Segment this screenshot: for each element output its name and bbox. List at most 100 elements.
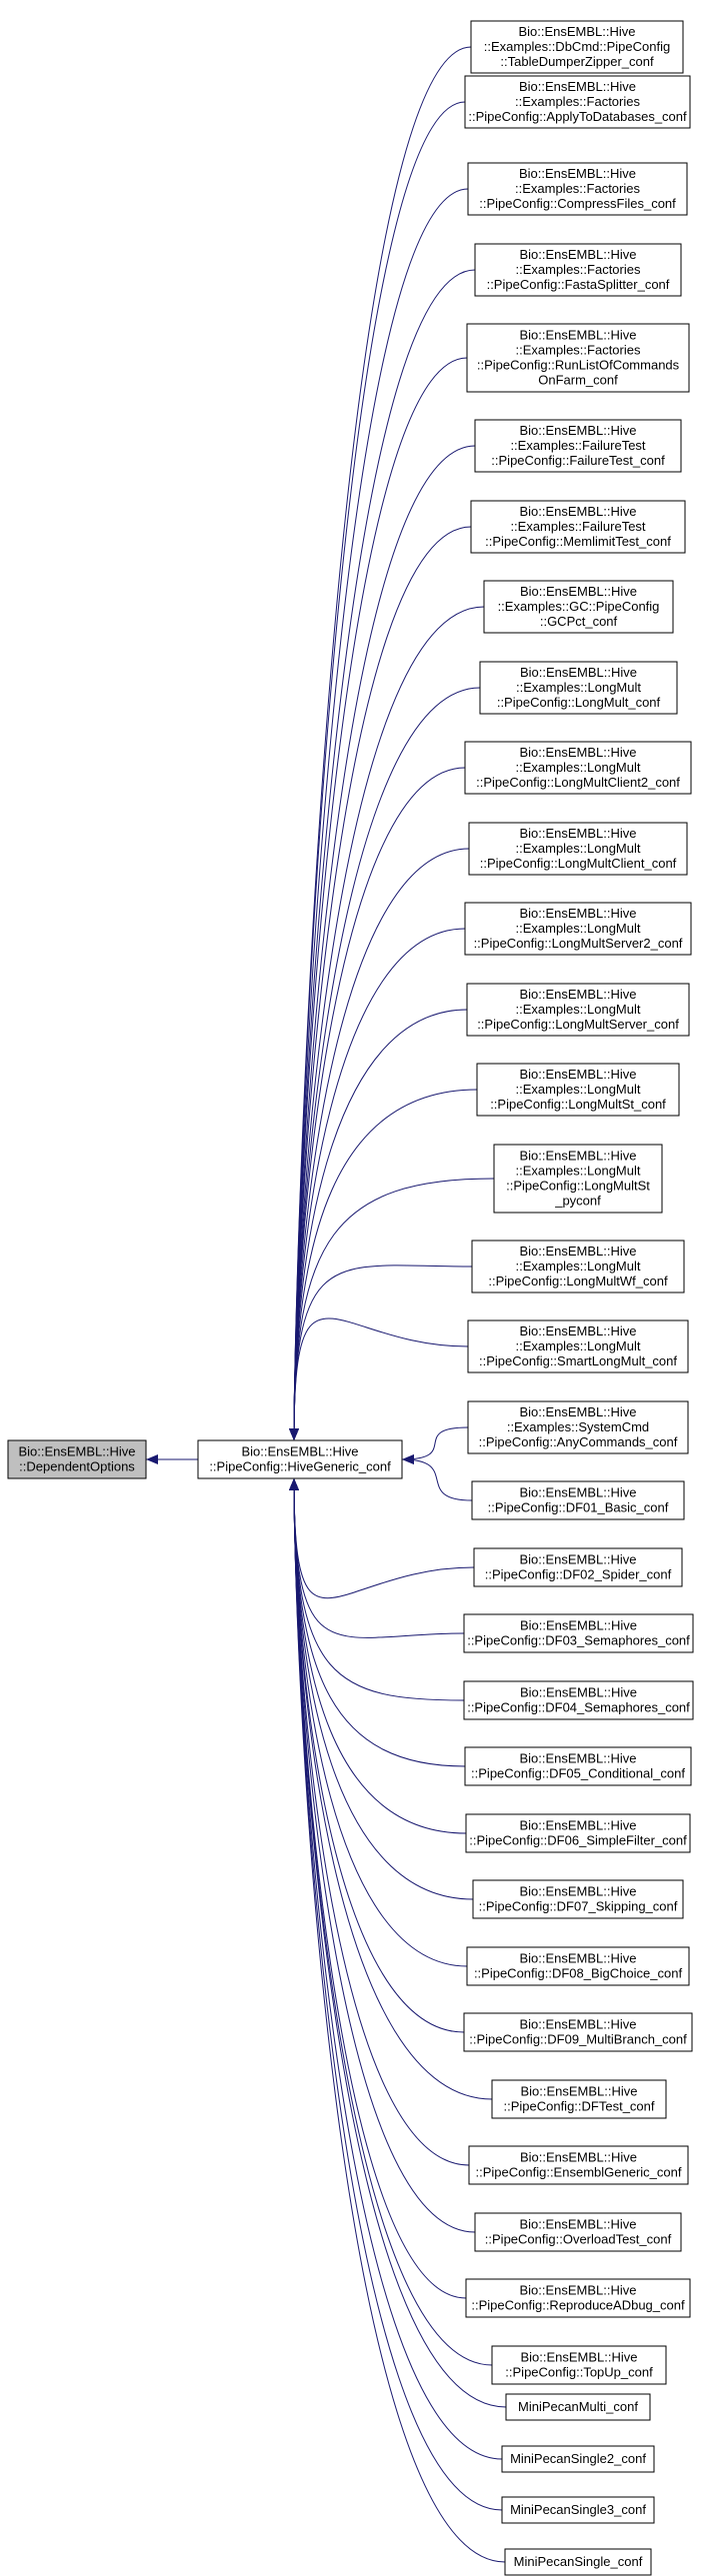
node-box (467, 1400, 689, 1454)
inheritance-edge (401, 1454, 473, 1501)
inheritance-edge (289, 1477, 493, 2100)
node-pipeconfig-fastasplitter-conf[interactable]: Bio::EnsEMBL::Hive::Examples::Factories:… (474, 243, 682, 297)
node-pipeconfig-longmultclient-conf[interactable]: Bio::EnsEMBL::Hive::Examples::LongMult::… (468, 822, 688, 876)
node-box (470, 500, 686, 554)
node-pipeconfig-topup-conf[interactable]: Bio::EnsEMBL::Hive::PipeConfig::TopUp_co… (491, 2345, 667, 2385)
node-gcpct-conf[interactable]: Bio::EnsEMBL::Hive::Examples::GC::PipeCo… (483, 580, 674, 634)
node-box (472, 1879, 684, 1919)
node-label-line: ::PipeConfig::LongMultSt_conf (490, 1097, 666, 1112)
node-pipeconfig-longmultserver2-conf[interactable]: Bio::EnsEMBL::Hive::Examples::LongMult::… (464, 902, 692, 956)
node-pipeconfig-df07-skipping-conf[interactable]: Bio::EnsEMBL::Hive::PipeConfig::DF07_Ski… (472, 1879, 684, 1919)
node-pipeconfig-df09-multibranch-conf[interactable]: Bio::EnsEMBL::Hive::PipeConfig::DF09_Mul… (463, 2012, 693, 2052)
node-label-line: ::PipeConfig::LongMultServer_conf (477, 1017, 679, 1032)
node-box (464, 741, 692, 795)
node-label-line: Bio::EnsEMBL::Hive (519, 987, 636, 1002)
node-label-line: ::PipeConfig::DF06_SimpleFilter_conf (469, 1833, 687, 1848)
node-pipeconfig-dftest-conf[interactable]: Bio::EnsEMBL::Hive::PipeConfig::DFTest_c… (491, 2079, 667, 2119)
node-box (476, 1063, 680, 1117)
node-label-line: Bio::EnsEMBL::Hive (520, 2150, 637, 2165)
node-pipeconfig-df03-semaphores-conf[interactable]: Bio::EnsEMBL::Hive::PipeConfig::DF03_Sem… (463, 1613, 694, 1653)
node-label-line: ::PipeConfig::DFTest_conf (503, 2099, 654, 2114)
inheritance-edge (289, 848, 470, 1441)
node-pipeconfig-applytodatabases-conf[interactable]: Bio::EnsEMBL::Hive::Examples::Factories:… (464, 75, 691, 129)
node-box (467, 1319, 689, 1373)
node-pipeconfig-overloadtest-conf[interactable]: Bio::EnsEMBL::Hive::PipeConfig::Overload… (474, 2212, 682, 2252)
inheritance-edge (289, 1477, 476, 2233)
node-pipeconfig-memlimittest-conf[interactable]: Bio::EnsEMBL::Hive::Examples::FailureTes… (470, 500, 686, 554)
inheritance-edges (146, 46, 507, 2563)
node-label-line: ::PipeConfig::HiveGeneric_conf (209, 1459, 391, 1474)
node-box (464, 1746, 692, 1786)
node-pipeconfig-df06-simplefilter-conf[interactable]: Bio::EnsEMBL::Hive::PipeConfig::DF06_Sim… (465, 1813, 691, 1853)
node-pipeconfig-longmultwf-conf[interactable]: Bio::EnsEMBL::Hive::Examples::LongMult::… (471, 1240, 685, 1293)
node-label-line: Bio::EnsEMBL::Hive (519, 745, 636, 760)
node-box (504, 2548, 652, 2576)
node-onfarm-conf[interactable]: Bio::EnsEMBL::Hive::Examples::Factories:… (466, 323, 690, 393)
node-dependent-options[interactable]: Bio::EnsEMBL::Hive::DependentOptions (7, 1439, 147, 1479)
node-label-line: ::Examples::Factories (516, 262, 641, 277)
node-label-line: ::GCPct_conf (540, 614, 618, 629)
node-label-line: ::PipeConfig::DF03_Semaphores_conf (467, 1633, 690, 1648)
inheritance-edge (289, 1265, 473, 1441)
node-pipeconfig-df05-conditional-conf[interactable]: Bio::EnsEMBL::Hive::PipeConfig::DF05_Con… (464, 1746, 692, 1786)
node-box (471, 1240, 685, 1293)
node-label-line: Bio::EnsEMBL::Hive (241, 1444, 358, 1459)
node-box (464, 75, 691, 129)
node-label-line: ::Examples::Factories (515, 181, 640, 196)
node-tabledumperzipper-conf[interactable]: Bio::EnsEMBL::Hive::Examples::DbCmd::Pip… (470, 20, 684, 74)
inheritance-edge (289, 1477, 465, 1638)
node-minipecanmulti-conf[interactable]: MiniPecanMulti_conf (505, 2393, 651, 2421)
node-box (474, 2212, 682, 2252)
node-pipeconfig-smartlongmult-conf[interactable]: Bio::EnsEMBL::Hive::Examples::LongMult::… (467, 1319, 689, 1373)
node-label-line: _pyconf (554, 1194, 601, 1209)
node-box (467, 162, 688, 216)
node-box (470, 20, 684, 74)
node-pipeconfig-df01-basic-conf[interactable]: Bio::EnsEMBL::Hive::PipeConfig::DF01_Bas… (471, 1480, 685, 1520)
node-pipeconfig-longmultst-conf[interactable]: Bio::EnsEMBL::Hive::Examples::LongMult::… (476, 1063, 680, 1117)
node-pipeconfig-df04-semaphores-conf[interactable]: Bio::EnsEMBL::Hive::PipeConfig::DF04_Sem… (463, 1680, 694, 1720)
node-label-line: ::PipeConfig::LongMultWf_conf (488, 1274, 668, 1288)
node-label-line: ::PipeConfig::DF02_Spider_conf (485, 1567, 672, 1582)
node-label-line: ::Examples::LongMult (515, 921, 640, 936)
node-label-line: ::PipeConfig::LongMultClient2_conf (476, 775, 680, 790)
node-pipeconfig-df08-bigchoice-conf[interactable]: Bio::EnsEMBL::Hive::PipeConfig::DF08_Big… (466, 1946, 690, 1986)
node-pipeconfig-failuretest-conf[interactable]: Bio::EnsEMBL::Hive::Examples::FailureTes… (474, 419, 682, 473)
node-box (501, 2445, 655, 2473)
node-label-line: ::DependentOptions (19, 1459, 135, 1474)
node-pipeconfig-reproduceadbug-conf[interactable]: Bio::EnsEMBL::Hive::PipeConfig::Reproduc… (465, 2278, 691, 2318)
inheritance-edge (289, 46, 472, 1441)
node-minipecansingle2-conf[interactable]: MiniPecanSingle2_conf (501, 2445, 655, 2473)
node-label-line: Bio::EnsEMBL::Hive (519, 1552, 636, 1567)
node-pipeconfig-ensemblgeneric-conf[interactable]: Bio::EnsEMBL::Hive::PipeConfig::EnsemblG… (468, 2145, 689, 2185)
node-pipeconfig-compressfiles-conf[interactable]: Bio::EnsEMBL::Hive::Examples::Factories:… (467, 162, 688, 216)
inheritance-edge (289, 445, 476, 1441)
node-label-line: ::PipeConfig::AnyCommands_conf (479, 1434, 678, 1449)
node-pipeconfig-longmultclient2-conf[interactable]: Bio::EnsEMBL::Hive::Examples::LongMult::… (464, 741, 692, 795)
inheritance-edge (289, 357, 468, 1441)
node-box (471, 1480, 685, 1520)
node-label-line: ::Examples::LongMult (516, 680, 641, 695)
node-pyconf[interactable]: Bio::EnsEMBL::Hive::Examples::LongMult::… (493, 1144, 663, 1214)
node-pipeconfig-df02-spider-conf[interactable]: Bio::EnsEMBL::Hive::PipeConfig::DF02_Spi… (473, 1547, 683, 1587)
inheritance-edge (289, 101, 466, 1441)
node-label-line: ::PipeConfig::LongMultClient_conf (480, 856, 677, 871)
node-pipeconfig-anycommands-conf[interactable]: Bio::EnsEMBL::Hive::Examples::SystemCmd:… (467, 1400, 689, 1454)
node-label-line: Bio::EnsEMBL::Hive (519, 2017, 636, 2032)
node-box (505, 2393, 651, 2421)
node-hive-generic-conf[interactable]: Bio::EnsEMBL::Hive::PipeConfig::HiveGene… (197, 1439, 403, 1479)
node-label-line: Bio::EnsEMBL::Hive (519, 1884, 636, 1899)
node-minipecansingle3-conf[interactable]: MiniPecanSingle3_conf (501, 2496, 655, 2524)
node-box (473, 1547, 683, 1587)
node-label-line: OnFarm_conf (538, 373, 618, 388)
node-box (474, 419, 682, 473)
node-minipecansingle-conf[interactable]: MiniPecanSingle_conf (504, 2548, 652, 2576)
node-pipeconfig-longmult-conf[interactable]: Bio::EnsEMBL::Hive::Examples::LongMult::… (479, 661, 678, 715)
node-label-line: Bio::EnsEMBL::Hive (520, 584, 637, 599)
node-box (483, 580, 674, 634)
node-label-line: Bio::EnsEMBL::Hive (519, 1149, 636, 1164)
node-label-line: ::Examples::LongMult (515, 1164, 640, 1179)
class-nodes: Bio::EnsEMBL::Hive::DependentOptionsBio:… (7, 20, 694, 2576)
node-pipeconfig-longmultserver-conf[interactable]: Bio::EnsEMBL::Hive::Examples::LongMult::… (466, 983, 690, 1037)
node-label-line: ::PipeConfig::DF01_Basic_conf (488, 1500, 669, 1515)
